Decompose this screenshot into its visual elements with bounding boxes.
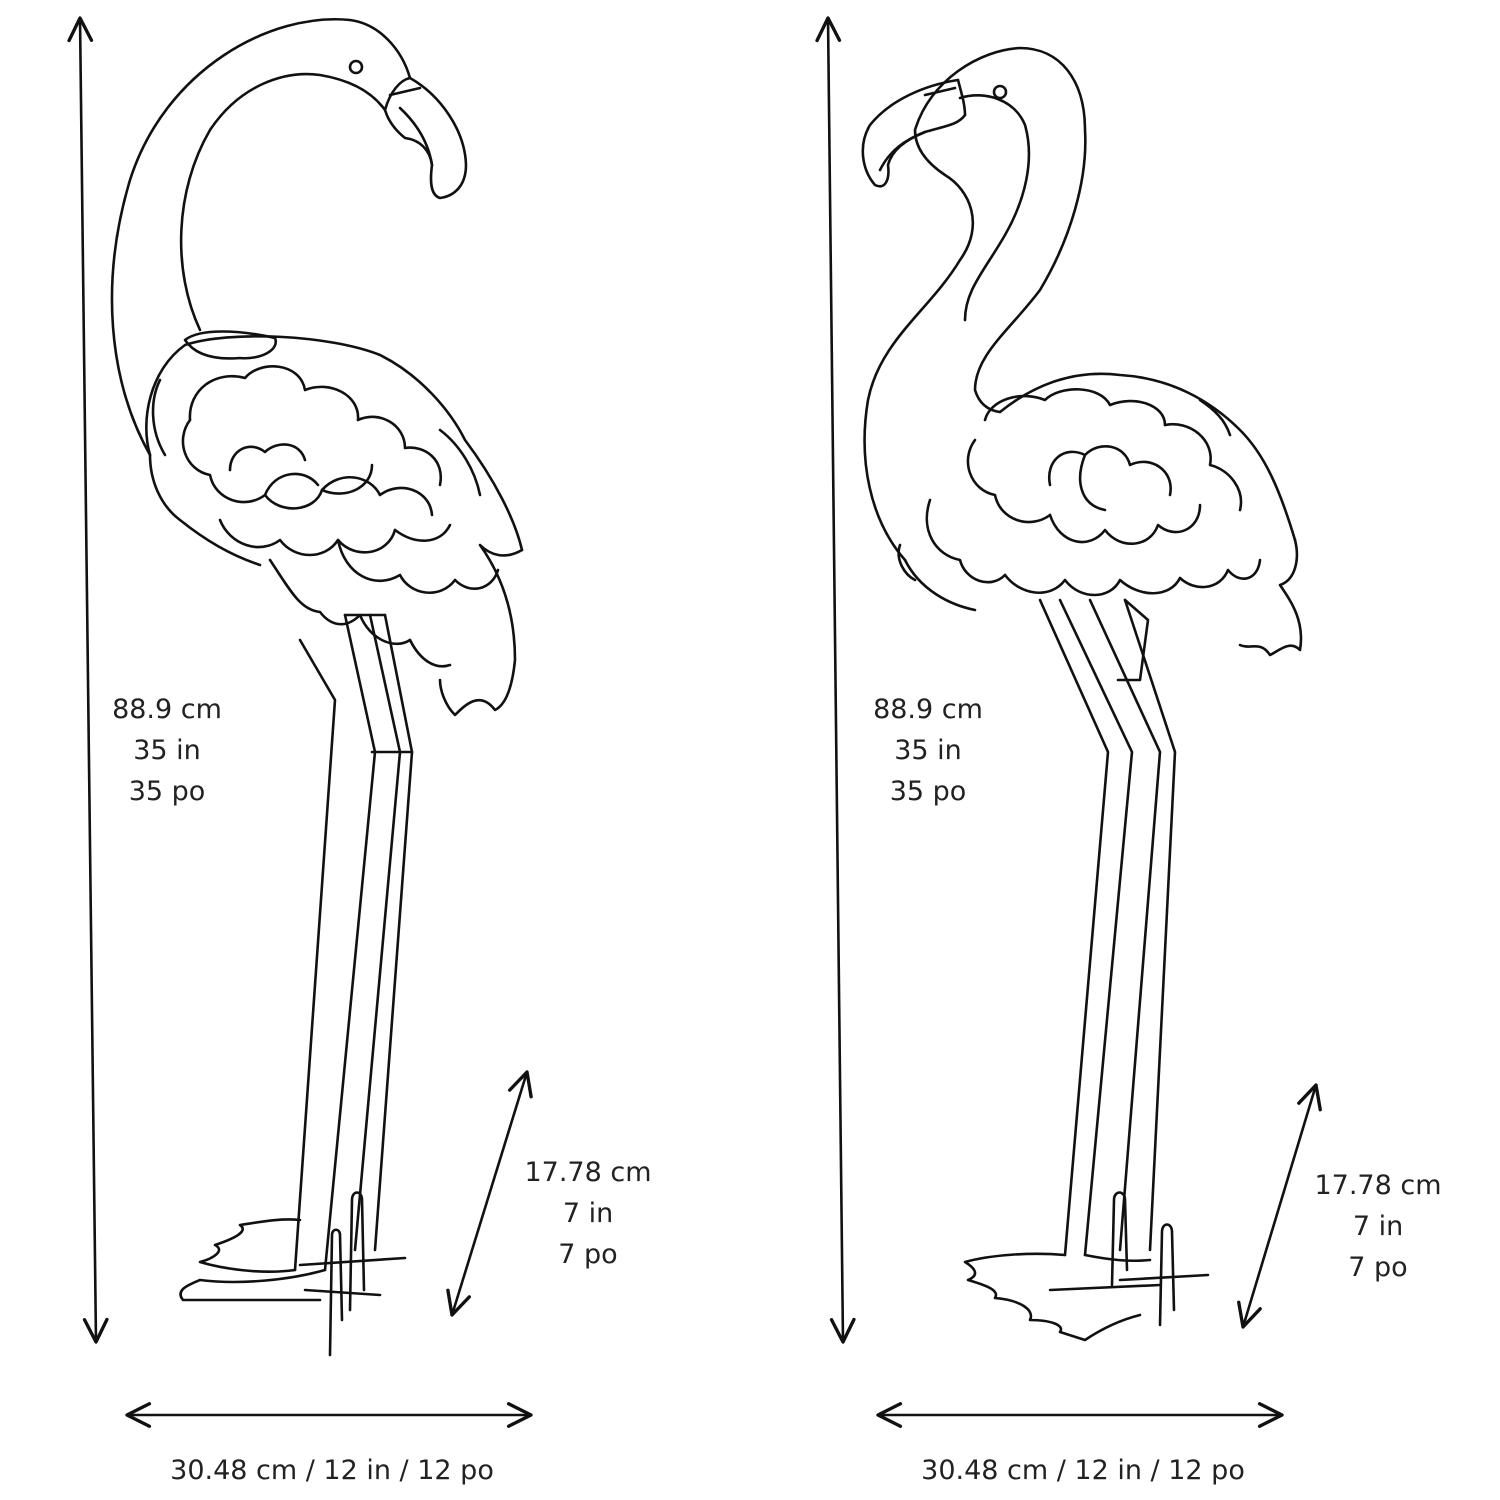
height-cm: 88.9 cm	[873, 694, 983, 725]
stake-arrow-right	[1237, 1083, 1322, 1329]
height-arrow-right	[815, 16, 856, 1344]
height-arrow-left	[67, 16, 109, 1344]
stake-cm: 17.78 cm	[1314, 1170, 1442, 1201]
stake-in: 7 in	[562, 1198, 614, 1229]
width-label-right: 30.48 cm / 12 in / 12 po	[921, 1455, 1245, 1486]
height-po: 35 po	[128, 776, 206, 807]
flamingo-left-drawing	[110, 17, 524, 1357]
height-po: 35 po	[889, 776, 967, 807]
stake-label-right: 17.78 cm 7 in 7 po	[1298, 1165, 1458, 1288]
flamingo-right-drawing	[861, 46, 1303, 1342]
stake-label-left: 17.78 cm 7 in 7 po	[508, 1152, 668, 1275]
stake-po: 7 po	[1348, 1252, 1408, 1283]
stake-po: 7 po	[558, 1239, 618, 1270]
stake-cm: 17.78 cm	[524, 1157, 652, 1188]
stake-arrow-left	[446, 1070, 533, 1317]
height-in: 35 in	[133, 735, 201, 766]
stake-in: 7 in	[1352, 1211, 1404, 1242]
height-label-right: 88.9 cm 35 in 35 po	[848, 689, 1008, 812]
height-in: 35 in	[894, 735, 962, 766]
height-cm: 88.9 cm	[112, 694, 222, 725]
height-label-left: 88.9 cm 35 in 35 po	[87, 689, 247, 812]
width-label-left: 30.48 cm / 12 in / 12 po	[170, 1455, 494, 1486]
